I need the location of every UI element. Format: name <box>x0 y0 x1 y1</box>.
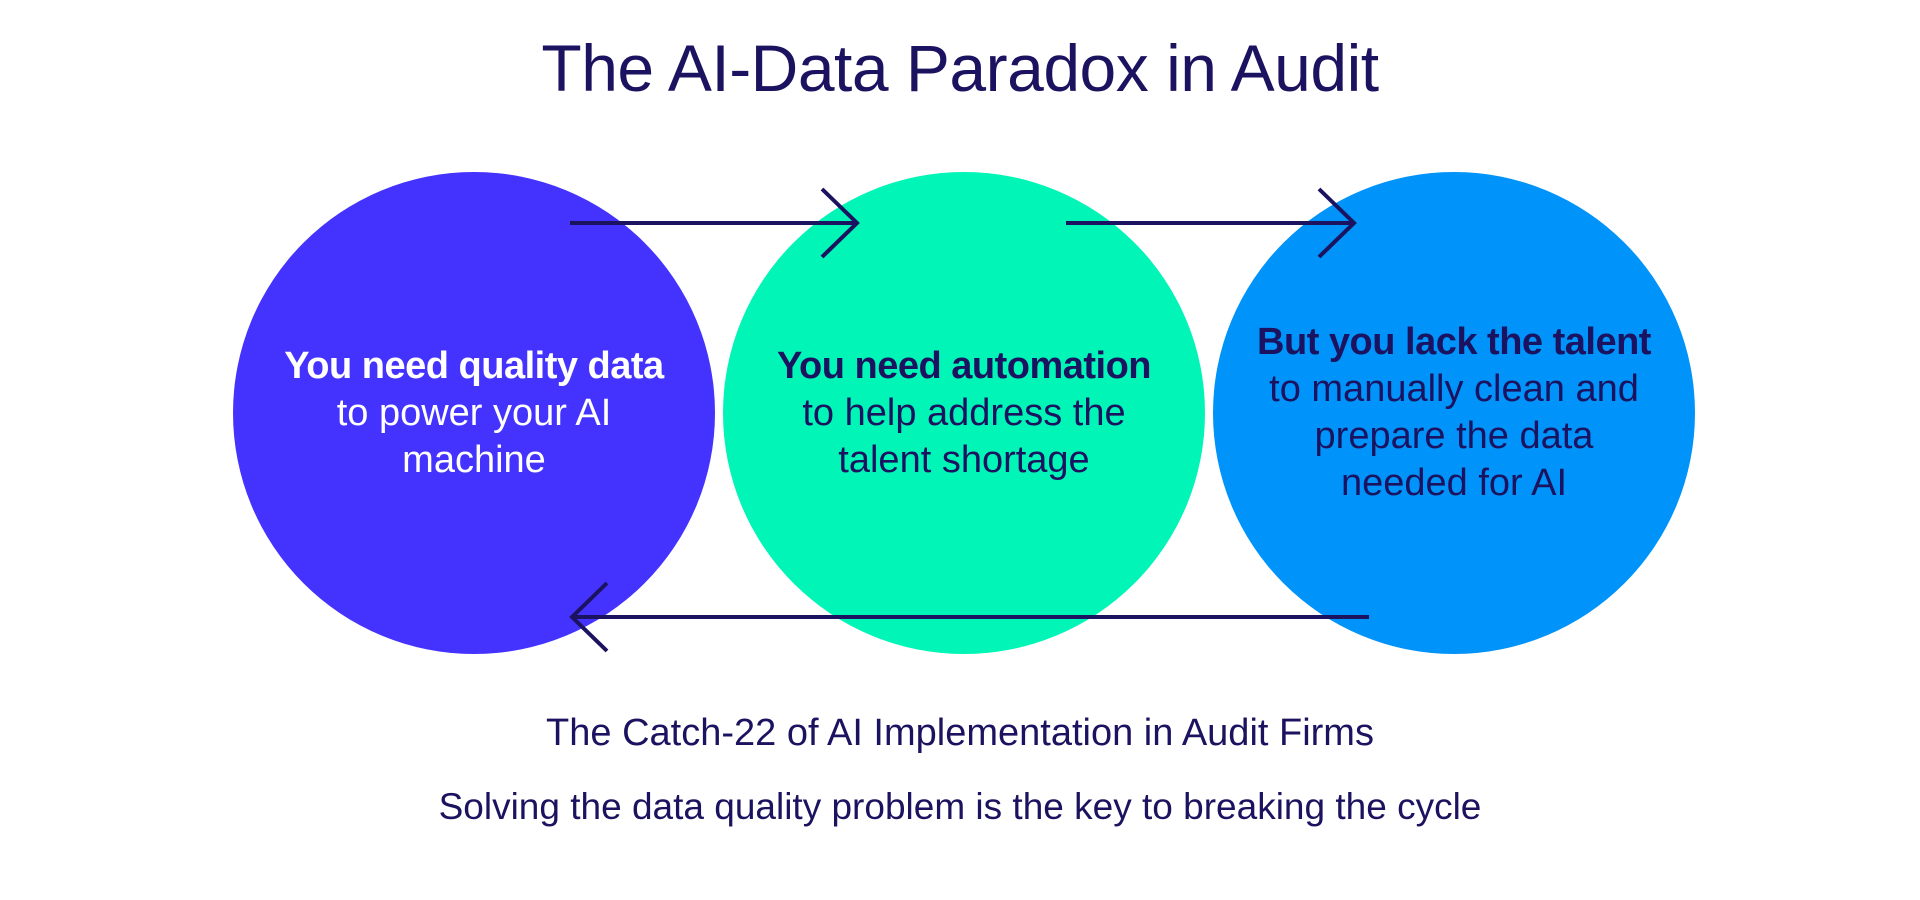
circle-quality-data-body: to power your AI machine <box>336 391 612 481</box>
circle-quality-data-heading: You need quality data <box>284 344 664 387</box>
circle-automation-text: You need automation to help address the … <box>759 343 1169 484</box>
circle-talent-text: But you lack the talent to manually clea… <box>1249 319 1659 507</box>
circle-talent-body: to manually clean and prepare the data n… <box>1269 368 1639 504</box>
circle-automation-body: to help address the talent shortage <box>802 391 1126 481</box>
circle-talent: But you lack the talent to manually clea… <box>1213 172 1695 654</box>
circle-quality-data: You need quality data to power your AI m… <box>233 172 715 654</box>
circle-automation: You need automation to help address the … <box>723 172 1205 654</box>
diagram-tagline: Solving the data quality problem is the … <box>438 786 1482 827</box>
circle-automation-heading: You need automation <box>776 344 1152 387</box>
circle-quality-data-text: You need quality data to power your AI m… <box>269 343 679 484</box>
diagram-title: The AI-Data Paradox in Audit <box>541 31 1379 105</box>
diagram-subtitle: The Catch-22 of AI Implementation in Aud… <box>546 712 1374 754</box>
circle-talent-heading: But you lack the talent <box>1257 321 1651 363</box>
